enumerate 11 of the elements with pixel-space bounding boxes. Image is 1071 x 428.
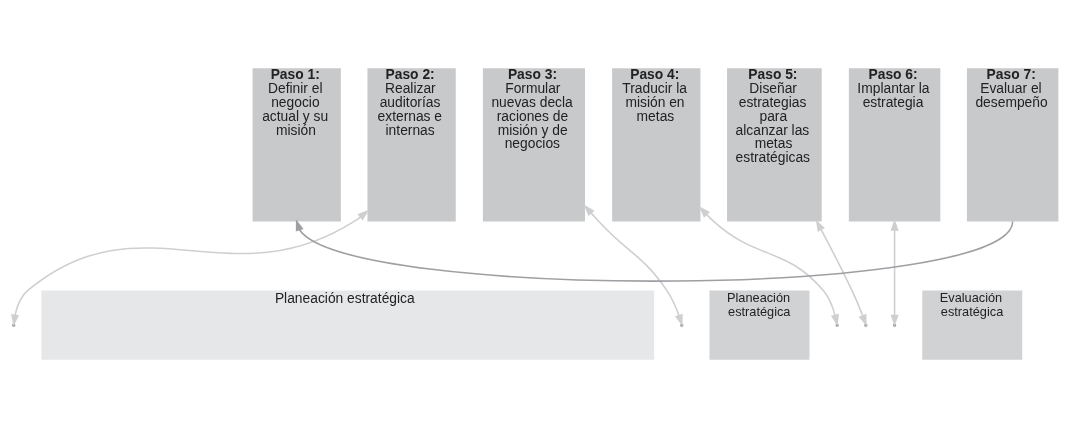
- arrow: [295, 219, 1014, 282]
- node-box: Paso 5: Diseñar estrategias para alcanzar las metas estratégicas: [727, 68, 822, 222]
- node-box: Planeación estratégica: [709, 290, 810, 360]
- node-box: Paso 6: Implantar la estrategia: [848, 68, 941, 222]
- node-box: Paso 2: Realizar auditorías externas e internas: [367, 68, 456, 222]
- node-box: Evaluación estratégica: [922, 290, 1023, 360]
- node-box: Planeación estratégica: [41, 290, 655, 360]
- node-box: Paso 4: Traducir la misión en metas: [612, 68, 701, 222]
- node-box: Paso 3: Formular nuevas declaraciones de misión y de negocios: [482, 68, 585, 222]
- node-box: Paso 7: Evaluar el desempeño: [966, 68, 1059, 222]
- node-box: Paso 1: Definir el negocio actual y su misión: [252, 68, 341, 222]
